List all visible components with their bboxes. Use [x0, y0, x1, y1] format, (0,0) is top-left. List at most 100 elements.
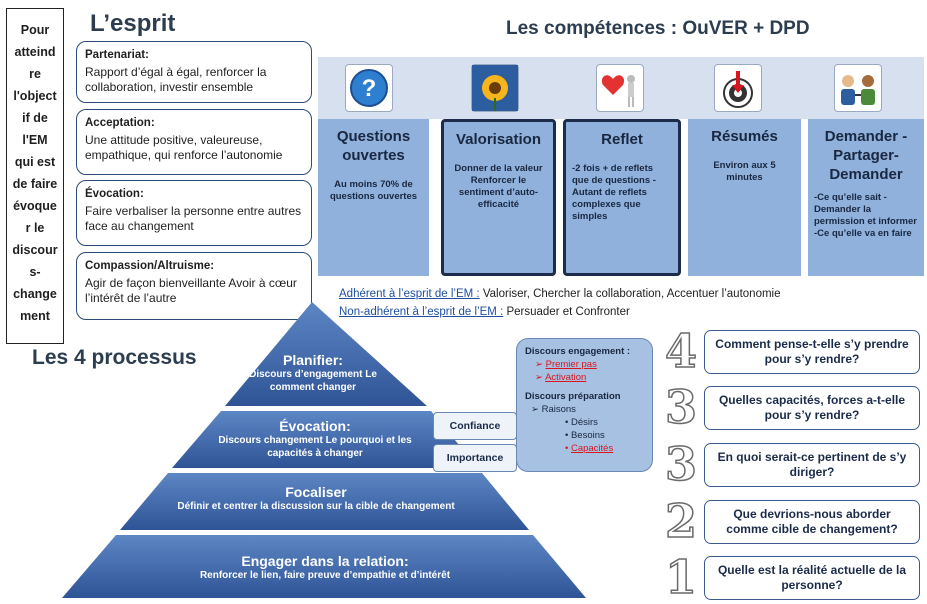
- discours-box: Discours engagement : ➢ Premier pas ➢ Ac…: [516, 338, 653, 472]
- em-adherent-label: Adhérent à l’esprit de l’EM :: [339, 288, 480, 300]
- pyramid-level-sub: Discours d’engagement Le comment changer: [249, 369, 377, 393]
- competence-title: Valorisation: [455, 131, 542, 148]
- pyramid-level-sub: Discours changement Le pourquoi et les c…: [218, 435, 412, 459]
- svg-text:?: ?: [362, 75, 377, 102]
- question-number: 3: [664, 380, 698, 434]
- pyramid-level-sub: Renforcer le lien, faire preuve d’empath…: [199, 570, 451, 581]
- em-non-adherent-label: Non-adhérent à l’esprit de l’EM :: [339, 306, 504, 318]
- discours-engagement-title: Discours engagement :: [525, 346, 631, 357]
- question-box: En quoi serait-ce pertinent de s’y dirig…: [704, 443, 920, 487]
- discours-engagement-item: ➢ Activation: [535, 372, 587, 383]
- pyramid-level-title: Focaliser: [285, 484, 347, 500]
- competence-desc: -2 fois + de reflets que de questions - …: [572, 163, 656, 222]
- em-non-adherent-line: Non-adhérent à l’esprit de l’EM : Persua…: [339, 306, 630, 318]
- goal-line: l'EM: [22, 133, 48, 147]
- goal-line: de faire: [12, 177, 58, 191]
- discours-sub-label: Capacités: [570, 443, 614, 454]
- goal-line: discour: [12, 243, 58, 257]
- competence-questions-ouvertes: Questions ouvertes Au moins 70% de quest…: [318, 119, 429, 276]
- competence-dpd: Demander - Partager- Demander -Ce qu’ell…: [808, 119, 924, 276]
- goal-line: Pour: [20, 23, 50, 37]
- target-icon: [714, 64, 762, 112]
- question-number: 4: [664, 324, 698, 378]
- pyramid-level-sub: Définir et centrer la discussion sur la …: [177, 501, 455, 512]
- discours-engagement-item: ➢ Premier pas: [535, 359, 597, 370]
- goal-line: s-: [29, 265, 41, 279]
- pyramid-evocation-text: Évocation: Discours changement Le pourqu…: [196, 418, 434, 460]
- question-number: 1: [664, 550, 698, 604]
- esprit-item-text: Faire verbaliser la personne entre autre…: [85, 204, 302, 233]
- esprit-item-text: Une attitude positive, valeureuse, empat…: [85, 133, 283, 162]
- competence-title: Résumés: [711, 128, 778, 145]
- esprit-item-compassion: Compassion/Altruisme: Agir de façon bien…: [76, 252, 312, 320]
- competence-title: Questions ouvertes: [336, 128, 411, 164]
- esprit-title: L’esprit: [90, 10, 176, 37]
- question-box: Quelles capacités, forces a-t-elle pour …: [704, 386, 920, 430]
- goal-line: atteind: [14, 45, 56, 59]
- em-adherent-text: Valoriser, Chercher la collaboration, Ac…: [479, 288, 781, 300]
- esprit-item-evocation: Évocation: Faire verbaliser la personne …: [76, 180, 312, 246]
- esprit-item-text: Agir de façon bienveillante Avoir à cœur…: [85, 276, 297, 305]
- discours-engagement-label: Premier pas: [545, 359, 597, 370]
- discours-sub-item: • Capacités: [565, 443, 614, 454]
- goal-line: r le: [25, 221, 45, 235]
- esprit-item-acceptation: Acceptation: Une attitude positive, vale…: [76, 109, 312, 175]
- question-icon: ?: [345, 64, 393, 112]
- esprit-item-title: Évocation:: [85, 188, 144, 200]
- competence-valorisation: Valorisation Donner de la valeur Renforc…: [441, 119, 556, 276]
- esprit-item-text: Rapport d’égal à égal, renforcer la coll…: [85, 65, 267, 94]
- discours-preparation-title: Discours préparation: [525, 391, 621, 402]
- discours-sub-label: Besoins: [570, 430, 605, 441]
- pyramid-level-title: Engager dans la relation:: [241, 553, 409, 569]
- pyramid-level-title: Planifier:: [283, 352, 343, 368]
- competence-resumes: Résumés Environ aux 5 minutes: [688, 119, 801, 276]
- competence-desc: -Ce qu’elle sait -Demander la permission…: [814, 192, 917, 239]
- goal-line: re: [29, 67, 41, 81]
- competence-reflet: Reflet -2 fois + de reflets que de quest…: [563, 119, 681, 276]
- processus-title: Les 4 processus: [32, 346, 197, 369]
- competence-title: Reflet: [601, 131, 643, 148]
- heart-figure-icon: [596, 64, 644, 112]
- discours-sub-label: Désirs: [570, 417, 598, 428]
- competences-title: Les compétences : OuVER + DPD: [506, 18, 810, 39]
- esprit-item-title: Compassion/Altruisme:: [85, 260, 215, 272]
- confiance-box: Confiance: [433, 412, 517, 440]
- em-adherent-line: Adhérent à l’esprit de l’EM : Valoriser,…: [339, 288, 781, 300]
- discours-engagement-label: Activation: [545, 372, 587, 383]
- sunflower-icon: [471, 64, 519, 112]
- em-non-adherent-text: Persuader et Confronter: [503, 306, 630, 318]
- goal-line: qui est: [14, 155, 56, 169]
- goal-line: change: [13, 287, 57, 301]
- competence-title: Demander - Partager- Demander: [824, 128, 908, 183]
- two-people-icon: [834, 64, 882, 112]
- discours-raisons-label: Raisons: [541, 404, 576, 415]
- question-box: Que devrions-nous aborder comme cible de…: [704, 500, 920, 544]
- esprit-item-title: Partenariat:: [85, 49, 149, 61]
- question-number: 2: [664, 494, 698, 548]
- pyramid-level-focaliser: [120, 473, 529, 530]
- pyramid-level-title: Évocation:: [279, 418, 351, 434]
- competence-desc: Donner de la valeur Renforcer le sentime…: [454, 163, 543, 210]
- pyramid-level-evocation: [172, 411, 478, 468]
- question-box: Comment pense-t-elle s’y prendre pour s’…: [704, 330, 920, 374]
- discours-sub-item: • Besoins: [565, 430, 605, 441]
- goal-line: if de: [22, 111, 48, 125]
- pyramid-level-engager: [62, 535, 586, 598]
- competence-desc: Au moins 70% de questions ouvertes: [329, 179, 418, 202]
- question-box: Quelle est la réalité actuelle de la per…: [704, 556, 920, 600]
- discours-sub-item: • Désirs: [565, 417, 598, 428]
- question-number: 3: [664, 437, 698, 491]
- pyramid-planifier-text: Planifier: Discours d’engagement Le comm…: [232, 352, 394, 394]
- pyramid-engager-text: Engager dans la relation: Renforcer le l…: [150, 553, 500, 582]
- goal-line: l'object: [13, 89, 57, 103]
- discours-raisons: ➢ Raisons: [531, 404, 576, 415]
- pyramid-diagram: [62, 302, 586, 598]
- importance-box: Importance: [433, 444, 517, 472]
- goal-line: évoque: [13, 199, 57, 213]
- competence-desc: Environ aux 5 minutes: [713, 160, 776, 183]
- esprit-item-partenariat: Partenariat: Rapport d’égal à égal, renf…: [76, 41, 312, 103]
- goal-line: ment: [20, 309, 50, 323]
- goal-box: Pour atteind re l'object if de l'EM qui …: [6, 8, 64, 344]
- pyramid-focaliser-text: Focaliser Définir et centrer la discussi…: [176, 484, 456, 513]
- pyramid-level-planifier: [225, 302, 427, 406]
